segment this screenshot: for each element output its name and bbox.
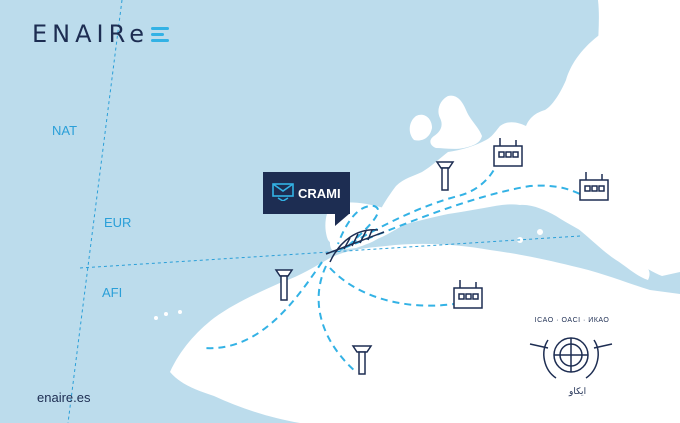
building-icon	[493, 138, 523, 167]
island	[178, 310, 182, 314]
control-tower-icon	[274, 269, 294, 301]
land-ireland	[409, 114, 432, 141]
region-label-eur: EUR	[104, 215, 132, 230]
icao-caption: ICAO · OACI · ИКАО	[534, 317, 610, 324]
envelope-icon	[272, 182, 294, 204]
website-link[interactable]: enaire.es	[37, 390, 91, 405]
route-southeast	[329, 267, 455, 307]
bridge-icon	[325, 229, 385, 263]
island	[154, 316, 158, 320]
crami-callout: CRAMI	[263, 172, 350, 226]
route-loop	[337, 204, 380, 247]
logo-bars-icon	[150, 24, 173, 44]
island	[537, 229, 543, 235]
route-west	[203, 261, 323, 350]
building-icon	[453, 280, 483, 309]
island	[164, 312, 168, 316]
route-east	[343, 184, 585, 249]
region-label-nat: NAT	[52, 123, 78, 138]
route-north	[339, 165, 497, 251]
enaire-logo: ENAIRe	[32, 20, 173, 48]
un-emblem-icon	[529, 337, 613, 379]
land-east	[620, 150, 680, 236]
logo-text: ENAIRe	[32, 20, 149, 48]
fir-boundary-nat	[67, 0, 123, 423]
land-africa	[170, 243, 680, 423]
control-tower-icon	[351, 345, 373, 375]
land-europe	[329, 0, 680, 276]
region-label-afi: AFI	[102, 285, 123, 300]
crami-label: CRAMI	[298, 185, 341, 201]
control-tower-icon	[435, 161, 455, 191]
icao-arabic: ايكاو	[569, 386, 587, 396]
route-south	[317, 265, 357, 373]
land-italy	[552, 208, 650, 280]
routes	[203, 165, 585, 373]
building-icon	[579, 172, 609, 201]
land-great-britain	[430, 95, 482, 149]
land-scandinavia	[598, 0, 640, 92]
